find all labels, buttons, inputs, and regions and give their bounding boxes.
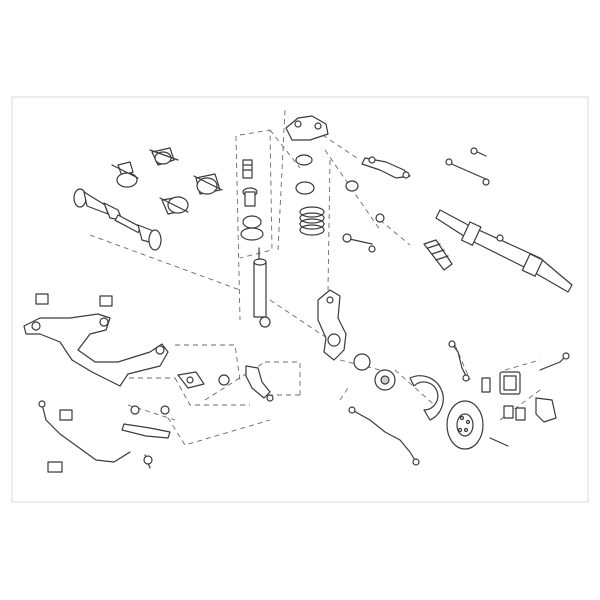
brake-hose bbox=[448, 340, 470, 382]
stabilizer-bar bbox=[38, 400, 153, 473]
brake-disc bbox=[446, 400, 509, 450]
brake-caliper bbox=[481, 371, 557, 423]
shock-absorber bbox=[240, 159, 271, 328]
tie-rod-end bbox=[342, 147, 490, 253]
brake-pads bbox=[503, 405, 526, 421]
abs-sensor-cable bbox=[348, 406, 420, 466]
steering-rack bbox=[435, 209, 573, 293]
upper-control-arm bbox=[345, 156, 411, 192]
brake-shield bbox=[409, 375, 444, 421]
steering-boot bbox=[423, 239, 453, 271]
wheel-hub bbox=[353, 353, 396, 391]
cv-boot-kit bbox=[111, 147, 223, 215]
wear-sensor bbox=[539, 352, 570, 371]
strut-mount bbox=[285, 115, 329, 195]
diagram-frame bbox=[11, 96, 589, 503]
drive-shaft bbox=[73, 188, 162, 251]
lower-control-arm bbox=[121, 365, 274, 439]
coil-spring bbox=[299, 206, 325, 236]
subframe bbox=[23, 293, 169, 387]
steering-knuckle bbox=[317, 289, 347, 361]
